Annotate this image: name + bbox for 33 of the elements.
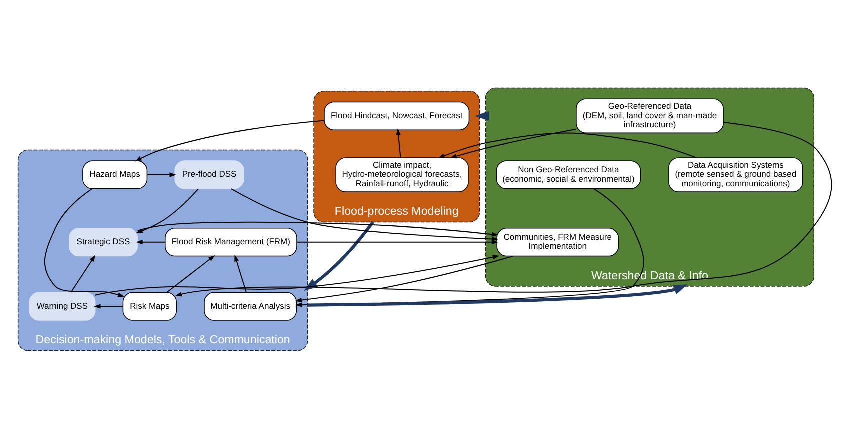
arrow bbox=[136, 240, 166, 244]
arrow bbox=[148, 172, 176, 177]
arrow bbox=[94, 304, 124, 308]
node-box: Risk Maps bbox=[122, 292, 178, 320]
arrow bbox=[175, 121, 832, 296]
node-box: Communities, FRM Measure Implementation bbox=[496, 228, 620, 256]
arrow bbox=[231, 188, 499, 242]
node-box: Warning DSS bbox=[29, 292, 96, 320]
arrow bbox=[44, 188, 125, 297]
node-box: Climate impact, Hydro-meteorological forecasts, Rainfall-runoff, Hydraulic bbox=[336, 157, 469, 192]
arrow bbox=[304, 220, 374, 291]
arrow bbox=[396, 128, 402, 158]
node-box: Geo-Referenced Data (DEM, soil, land cover & man-made infrastructure) bbox=[576, 98, 724, 134]
arrow bbox=[295, 255, 514, 302]
arrow bbox=[297, 240, 499, 244]
node-box: Flood Hindcast, Nowcast, Forecast bbox=[324, 101, 470, 130]
node-box: Strategic DSS bbox=[69, 228, 138, 256]
node-box: Multi-criteria Analysis bbox=[204, 292, 297, 320]
node-box: Hazard Maps bbox=[82, 160, 148, 189]
arrow bbox=[95, 254, 500, 296]
arrow bbox=[438, 132, 697, 158]
arrow bbox=[166, 254, 216, 292]
arrow bbox=[70, 254, 96, 292]
arrow bbox=[138, 221, 499, 236]
node-box: Non Geo-Referenced Data (economic, social & environmental) bbox=[496, 160, 642, 189]
arrow bbox=[234, 254, 247, 292]
arrow bbox=[308, 284, 688, 306]
node-box: Pre-flood DSS bbox=[174, 160, 244, 189]
arrow bbox=[135, 120, 324, 162]
node-box: Data Acquisition Systems (remote sensed & ground based monitoring, communications) bbox=[668, 157, 804, 192]
arrow bbox=[450, 128, 576, 158]
node-box: Flood Risk Management (FRM) bbox=[165, 228, 298, 256]
arrow bbox=[475, 110, 489, 121]
